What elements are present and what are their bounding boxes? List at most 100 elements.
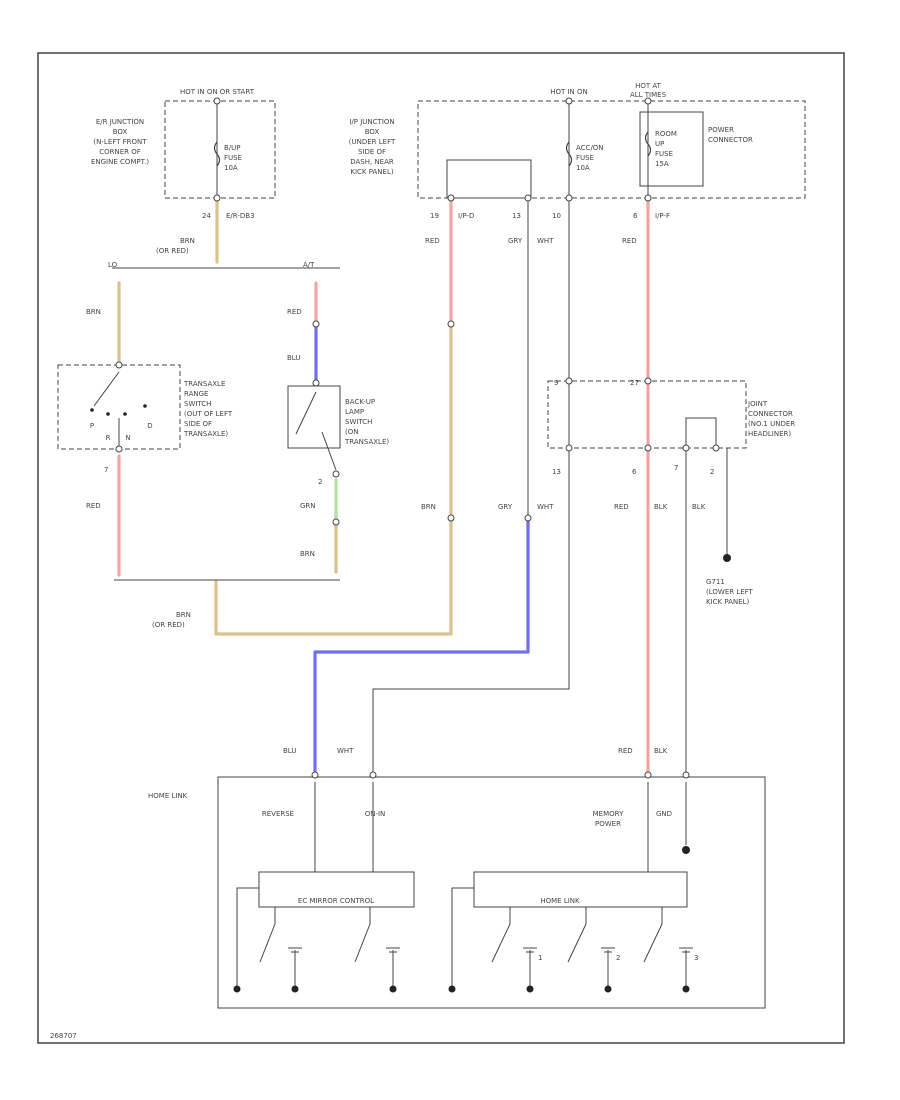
svg-text:G711: G711 — [706, 578, 725, 586]
svg-text:POWER: POWER — [708, 126, 734, 134]
hl-pin-memory-2: POWER — [595, 820, 621, 828]
svg-text:10A: 10A — [224, 164, 238, 172]
bottom-ground-dot-7 — [682, 985, 690, 993]
wire-label-backup-grn: GRN — [300, 502, 316, 510]
wire-label-ip13: GRY — [508, 237, 523, 245]
bottom-ground-dot-4 — [448, 985, 456, 993]
hl-pin-reverse: REVERSE — [262, 810, 294, 818]
svg-text:BOX: BOX — [113, 128, 128, 136]
wire-label-hl-wht: WHT — [337, 747, 354, 755]
svg-text:2: 2 — [616, 954, 620, 962]
svg-text:TRANSAXLE: TRANSAXLE — [183, 380, 225, 388]
svg-text:(N-LEFT FRONT: (N-LEFT FRONT — [93, 138, 147, 146]
splice-mid-pin: 27 — [630, 379, 639, 387]
pin-trans-7: 7 — [104, 466, 108, 474]
svg-text:SWITCH: SWITCH — [345, 418, 372, 426]
wire-label-mid-wht: WHT — [537, 503, 554, 511]
bottom-ground-dot-3 — [389, 985, 397, 993]
ec-mirror-ground-lead — [236, 887, 259, 986]
svg-text:SIDE OF: SIDE OF — [358, 148, 386, 156]
bottom-ground-dot-6 — [604, 985, 612, 993]
er-junction-label: E/R JUNCTION BOX (N-LEFT FRONT CORNER OF… — [91, 118, 149, 166]
homelink-inner-box — [473, 871, 688, 908]
source-left-label: HOT IN ON OR START — [180, 88, 255, 96]
svg-text:UP: UP — [655, 140, 664, 148]
pin-ip-19-conn: I/P-D — [458, 212, 474, 220]
svg-text:HEADLINER): HEADLINER) — [748, 430, 791, 438]
homelink-button-labels: 1 2 3 — [538, 954, 698, 962]
wire-blk-ground — [685, 417, 717, 772]
fuse-room-symbol — [644, 131, 652, 157]
svg-text:15A: 15A — [655, 160, 669, 168]
svg-text:ENGINE COMPT.): ENGINE COMPT.) — [91, 158, 149, 166]
svg-text:CONNECTOR: CONNECTOR — [748, 410, 793, 418]
ec-switch-2-arm — [354, 923, 371, 963]
pin-joint-13: 13 — [552, 468, 561, 476]
fuse-accon-symbol — [565, 141, 573, 167]
source-center-label: HOT IN ON — [550, 88, 588, 96]
fuse-backup-label: B/UP FUSE 10A — [224, 144, 242, 172]
reference-id: 268707 — [50, 1032, 77, 1040]
wire-label-ip10: WHT — [537, 237, 554, 245]
svg-text:TRANSAXLE): TRANSAXLE) — [344, 438, 389, 446]
svg-text:(OUT OF LEFT: (OUT OF LEFT — [184, 410, 233, 418]
svg-text:N: N — [125, 434, 130, 442]
svg-text:(UNDER LEFT: (UNDER LEFT — [349, 138, 396, 146]
svg-text:(ON: (ON — [345, 428, 358, 436]
wire-label-backup-brn: BRN — [300, 550, 315, 558]
svg-text:RANGE: RANGE — [184, 390, 208, 398]
wire-label-trans-red: RED — [86, 502, 101, 510]
wire-label-joint-blk2: BLK — [692, 503, 706, 511]
hl-switch-1-arm — [491, 923, 511, 963]
hl-pin-onin: ON-IN — [365, 810, 386, 818]
wire-label-joint-red: RED — [614, 503, 629, 511]
wire-label-joint-blk1: BLK — [654, 503, 668, 511]
pin-er-24: 24 — [202, 212, 211, 220]
pin-er-conn: E/R-DB3 — [226, 212, 255, 220]
svg-text:FUSE: FUSE — [576, 154, 594, 162]
splice-top-pin: 9 — [554, 379, 558, 387]
pin-ip-6: 6 — [633, 212, 638, 220]
backup-switch-arm — [295, 391, 317, 435]
ip-inner-box — [446, 159, 532, 199]
bottom-ground-dot-2 — [291, 985, 299, 993]
hl-pin-memory-1: MEMORY — [593, 810, 624, 818]
room-fuse-outline — [639, 111, 704, 187]
svg-text:CONNECTOR: CONNECTOR — [708, 136, 753, 144]
svg-text:ROOM: ROOM — [655, 130, 677, 138]
svg-text:ACC/ON: ACC/ON — [576, 144, 604, 152]
wire-label-ip6: RED — [622, 237, 637, 245]
svg-text:BACK-UP: BACK-UP — [345, 398, 375, 406]
trans-top-right-label: A/T — [303, 261, 315, 269]
svg-text:KICK PANEL): KICK PANEL) — [350, 168, 393, 176]
connector-markers — [115, 97, 720, 779]
ec-mirror-control-label: EC MIRROR CONTROL — [298, 897, 374, 905]
led-indicator-icons — [288, 947, 693, 953]
trans-contact-p — [90, 408, 94, 412]
diagram-frame — [37, 52, 845, 1044]
svg-text:FUSE: FUSE — [224, 154, 242, 162]
wire-label-ip19: RED — [425, 237, 440, 245]
svg-text:TRANSAXLE): TRANSAXLE) — [183, 430, 228, 438]
trans-contact-d — [143, 404, 147, 408]
wire-ip10-wht — [372, 198, 570, 772]
hl-switch-3-arm — [643, 923, 663, 963]
wire-label-hl-red: RED — [618, 747, 633, 755]
trans-top-left-label: LO — [108, 261, 118, 269]
pin-ip-19: 19 — [430, 212, 439, 220]
trans-contact-n — [123, 412, 127, 416]
svg-text:FUSE: FUSE — [655, 150, 673, 158]
hl-gnd-dot — [682, 846, 690, 854]
wire-label-hl-blk: BLK — [654, 747, 668, 755]
pin-joint-7: 7 — [674, 464, 678, 472]
source-right-label-2: ALL TIMES — [630, 91, 667, 99]
wire-label-merged-orred: (OR RED) — [152, 621, 185, 629]
transaxle-switch-label: TRANSAXLE RANGE SWITCH (OUT OF LEFT SIDE… — [183, 380, 233, 438]
fuse-accon-label: ACC/ON FUSE 10A — [576, 144, 604, 172]
svg-text:SWITCH: SWITCH — [184, 400, 211, 408]
backup-lamp-switch-outline — [287, 385, 341, 449]
wire-label-er-brn: BRN — [180, 237, 195, 245]
source-right-label-1: HOT AT — [635, 82, 662, 90]
wire-label-mid-brn: BRN — [421, 503, 436, 511]
